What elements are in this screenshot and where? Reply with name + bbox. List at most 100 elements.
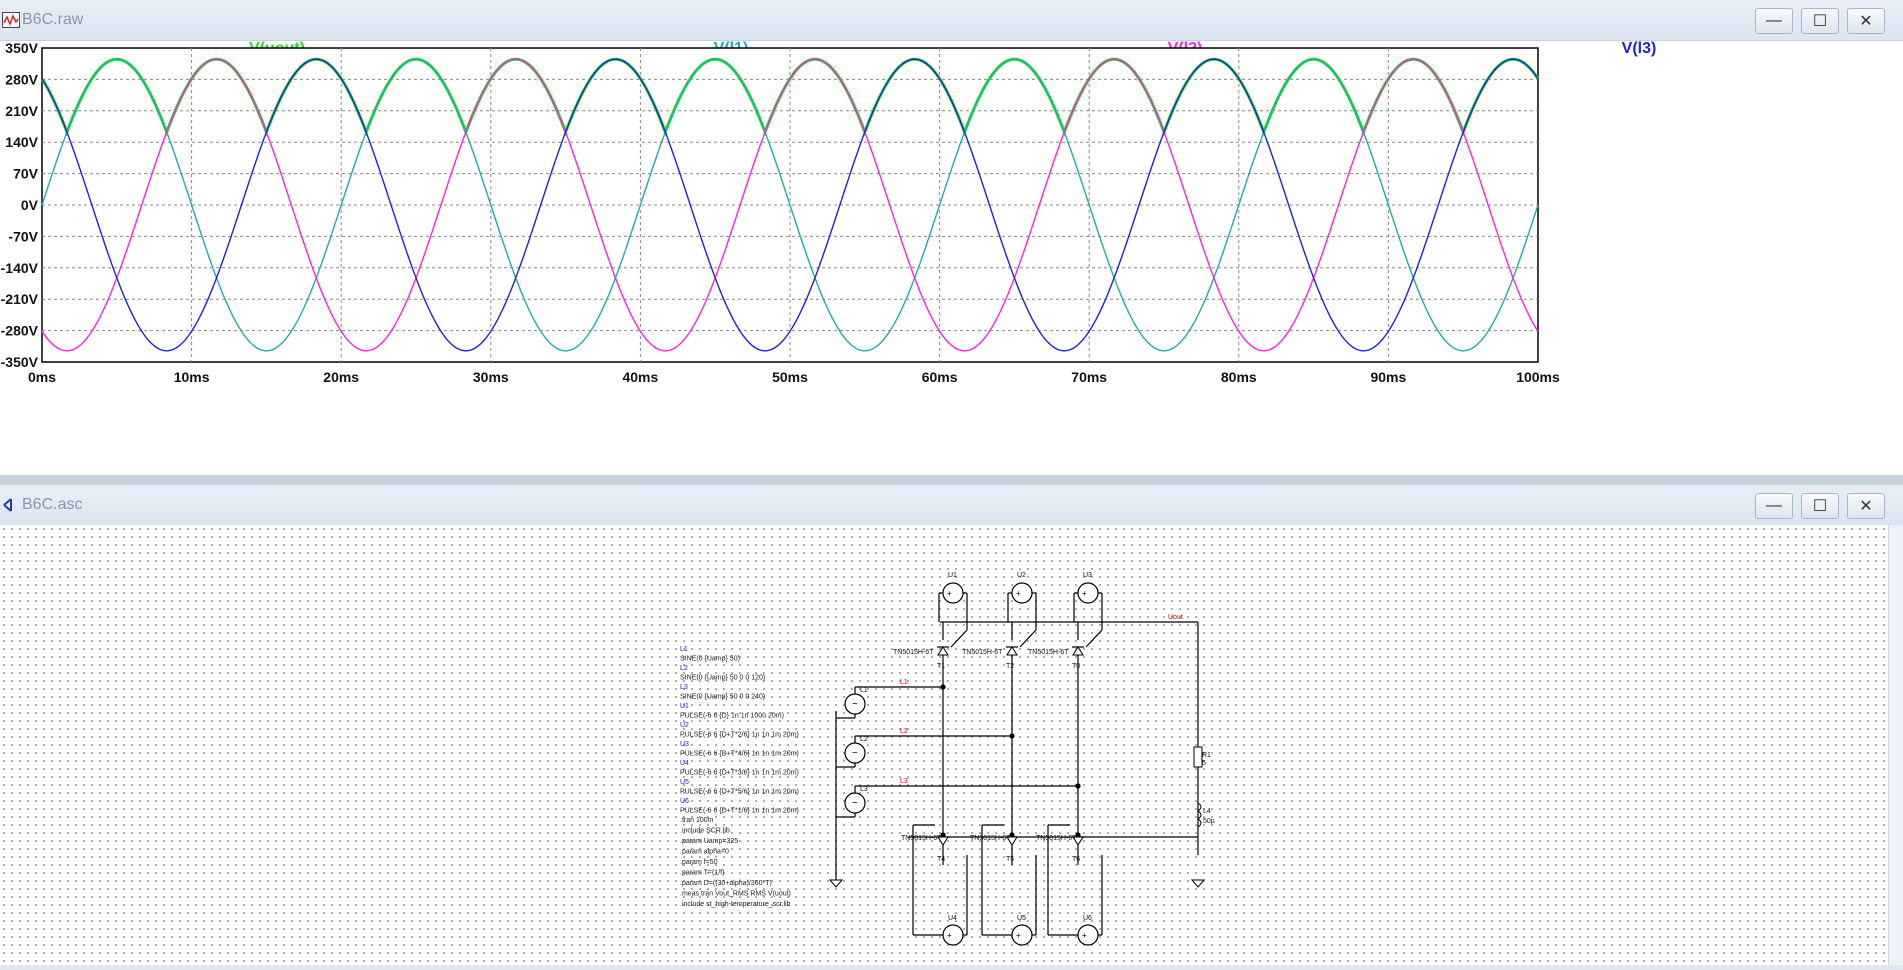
spice-directive: U2 [680, 722, 689, 729]
wire [1085, 629, 1103, 648]
spice-directive: SINE(0 {Uamp} 50 0 0 240) [680, 694, 765, 701]
sine-symbol: ~ [852, 748, 858, 759]
spice-directive: U4 [680, 760, 689, 767]
thyristor-model: TN5015H-6T [1036, 835, 1077, 842]
close-button[interactable]: ✕ [1847, 493, 1885, 519]
x-tick-label: 20ms [323, 369, 359, 385]
junction [940, 832, 946, 838]
spice-directive: PULSE(-6 6 {D} 1n 1n 100u 20m) [680, 713, 784, 720]
resistor-ref: R1 [1202, 752, 1211, 759]
pulse-source-icon [1077, 924, 1099, 946]
net-label-phase: L3 [900, 778, 908, 785]
plot-window-title: B6C.raw [22, 11, 84, 28]
pulse-source-icon [1011, 924, 1033, 946]
spice-directive: .param D=((30+alpha)/360*T) [680, 880, 772, 887]
minimize-button[interactable]: — [1755, 8, 1793, 34]
minimize-button[interactable]: — [1755, 493, 1793, 519]
source-ref: L2 [860, 736, 868, 743]
thyristor-model: TN5015H-6T [893, 649, 934, 656]
source-ref: L1 [860, 687, 868, 694]
inductor-ref: L4 [1203, 808, 1211, 815]
spice-directive: .param T=(1/f) [680, 870, 724, 877]
ground-icon [828, 879, 844, 888]
x-tick-label: 10ms [174, 369, 210, 385]
thyristor-icon [1072, 836, 1084, 846]
source-ref: U3 [1083, 572, 1092, 579]
thyristor-model: TN5015H-6T [970, 835, 1011, 842]
spice-directive: U6 [680, 798, 689, 805]
thyristor-ref: T5 [1006, 856, 1014, 863]
thyristor-icon [1006, 646, 1018, 656]
thyristor-ref: T3 [1072, 663, 1080, 670]
spice-directive: L3 [680, 684, 688, 691]
x-tick-label: 60ms [922, 369, 958, 385]
window-divider [0, 475, 1903, 485]
pulse-source-icon [942, 582, 964, 604]
x-tick-label: 40ms [622, 369, 658, 385]
schematic-window-title: B6C.asc [22, 496, 83, 513]
sine-symbol: ~ [852, 798, 858, 809]
thyristor-model: TN5015H-6T [1028, 649, 1069, 656]
maximize-button[interactable]: ☐ [1801, 493, 1839, 519]
y-tick-label: -70V [8, 228, 38, 244]
x-tick-label: 100ms [1516, 369, 1560, 385]
y-tick-label: 280V [5, 71, 38, 87]
spice-directive: L2 [680, 665, 688, 672]
source-symbol: + [947, 589, 952, 598]
thyristor-model: TN5015H-6T [901, 835, 942, 842]
x-tick-label: 90ms [1370, 369, 1406, 385]
spice-directive: SINE(0 {Uamp} 50 0 0 120) [680, 675, 765, 682]
net-label-uout: Uout [1168, 614, 1183, 621]
spice-directive: L1 [680, 646, 688, 653]
thyristor-model: TN5015H-6T [962, 649, 1003, 656]
schematic-window-titlebar[interactable]: B6C.asc — ☐ ✕ [0, 485, 1903, 526]
thyristor-ref: T4 [937, 856, 945, 863]
y-tick-label: 70V [13, 166, 39, 182]
source-ref: U5 [1017, 915, 1026, 922]
source-symbol: + [1082, 931, 1087, 940]
ground-icon [1190, 879, 1206, 888]
series-line-V(l1) [41, 58, 1539, 352]
x-tick-label: 80ms [1221, 369, 1257, 385]
schematic-icon [3, 498, 12, 512]
spice-directive: PULSE(-6 6 {D+T*4/6} 1n 1n 1m 20m) [680, 751, 799, 758]
x-tick-label: 0ms [28, 369, 56, 385]
spice-directive: .include st_high-temperature_scr.lib [680, 901, 791, 908]
sine-source-icon [844, 742, 866, 764]
spice-directive: PULSE(-6 6 {D+T*3/6} 1n 1n 1m 20m) [680, 770, 799, 777]
source-ref: U4 [948, 915, 957, 922]
spice-directive: SINE(0 {Uamp} 50) [680, 656, 740, 663]
thyristor-icon [1072, 646, 1084, 656]
y-tick-label: -280V [1, 323, 39, 339]
waveform-chart[interactable]: V(uout) V(l1) V(l2) V(l3) 0ms10ms20ms30m… [0, 40, 1903, 475]
wire [950, 629, 968, 648]
spice-directive: PULSE(-6 6 {D+T*5/6} 1n 1n 1m 20m) [680, 789, 799, 796]
thyristor-icon [937, 836, 949, 846]
spice-directive: .include SCR.lib [680, 828, 730, 835]
legend-l3[interactable]: V(l3) [1622, 40, 1657, 57]
y-tick-label: -350V [1, 354, 39, 370]
y-tick-label: 140V [5, 134, 38, 150]
close-button[interactable]: ✕ [1847, 8, 1885, 34]
y-tick-label: -210V [1, 291, 39, 307]
waveform-plot[interactable]: V(uout) V(l1) V(l2) V(l3) 0ms10ms20ms30m… [0, 40, 1903, 475]
sine-source-icon [844, 693, 866, 715]
thyristor-ref: T1 [937, 663, 945, 670]
sine-source-icon [844, 792, 866, 814]
maximize-button[interactable]: ☐ [1801, 8, 1839, 34]
spice-directive: .param f=50 [680, 859, 718, 866]
schematic-drawing[interactable]: Uout+U1TN5015H-6TT1TN5015H-6TT4+U4+U2TN5… [0, 525, 1889, 965]
spice-directive: .param Uamp=325 [680, 838, 738, 845]
vertical-scrollbar[interactable] [1888, 525, 1903, 965]
source-symbol: + [1016, 931, 1021, 940]
x-tick-label: 30ms [473, 369, 509, 385]
source-symbol: + [1016, 589, 1021, 598]
source-ref: U1 [948, 572, 957, 579]
y-tick-label: 0V [21, 197, 39, 213]
plot-window-titlebar[interactable]: B6C.raw — ☐ ✕ [0, 0, 1903, 41]
resistor-value: 5 [1202, 760, 1206, 767]
x-tick-label: 50ms [772, 369, 808, 385]
spice-directive: U1 [680, 703, 689, 710]
thyristor-ref: T6 [1072, 856, 1080, 863]
